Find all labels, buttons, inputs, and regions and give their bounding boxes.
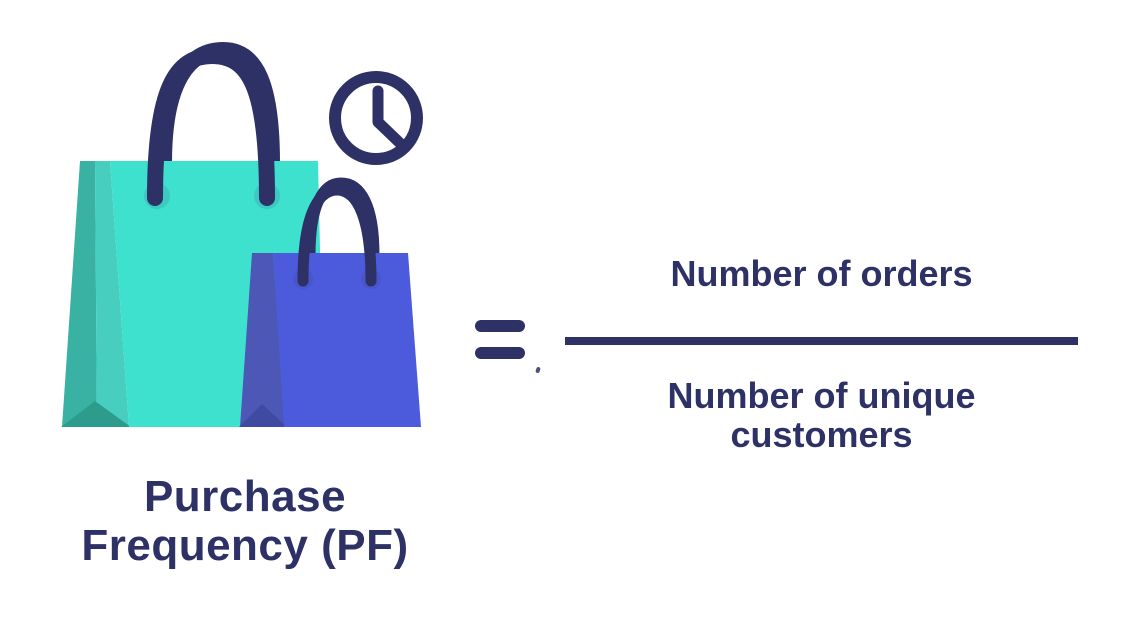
small-bag-bottom-fold	[239, 404, 287, 427]
fraction-line	[565, 337, 1078, 345]
purchase-frequency-label: Purchase Frequency (PF)	[20, 472, 470, 570]
large-bag-side-dark	[62, 161, 97, 427]
small-bag-front-handle	[297, 184, 377, 287]
small-bag-side	[240, 253, 285, 427]
large-bag-front-handle	[147, 47, 275, 206]
denominator-text: Number of unique customers	[565, 376, 1078, 454]
large-bag-side-light	[95, 161, 129, 427]
small-bag-front	[273, 253, 421, 427]
denominator-line-2: customers	[730, 414, 913, 455]
equals-sign	[475, 320, 525, 360]
label-line-2: Frequency (PF)	[81, 521, 409, 570]
equals-bar-top	[475, 320, 525, 332]
clock-icon	[329, 71, 423, 165]
clock-hands	[372, 85, 409, 152]
label-line-1: Purchase	[143, 472, 347, 521]
shopping-bags-illustration	[61, 41, 423, 427]
stray-mark	[535, 366, 541, 374]
shopping-bag-small-icon	[239, 253, 421, 427]
equals-bar-bottom	[475, 347, 525, 359]
large-bag-bottom-fold	[61, 401, 131, 427]
numerator-text: Number of orders	[670, 253, 973, 294]
denominator-line-1: Number of unique	[667, 375, 976, 416]
